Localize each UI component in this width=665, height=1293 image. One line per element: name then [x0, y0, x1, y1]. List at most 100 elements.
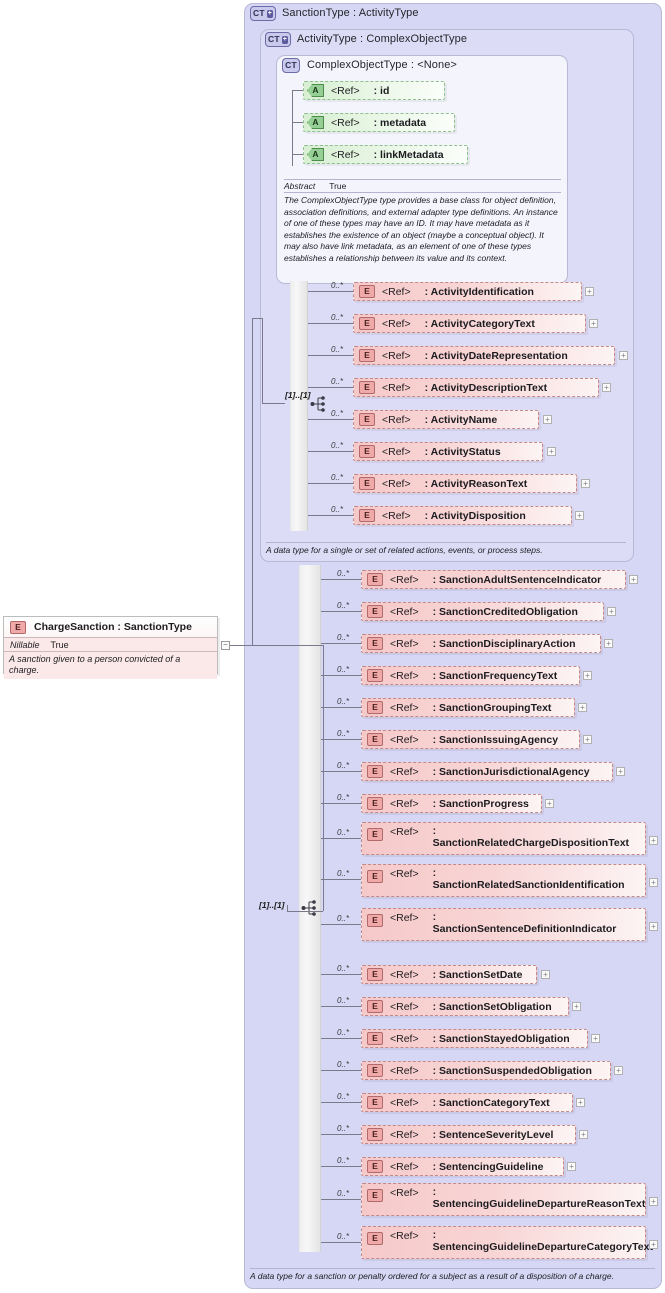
expand-button-activity-0[interactable]: +: [585, 287, 594, 296]
expand-button-activity-7[interactable]: +: [575, 511, 584, 520]
expand-button-sanction-17[interactable]: +: [567, 1162, 576, 1171]
element-node-sanction-sentence-definition-indicator[interactable]: E <Ref> : SanctionSentenceDefinitionIndi…: [361, 908, 646, 941]
expand-button-sanction-5[interactable]: +: [583, 735, 592, 744]
element-node-sentencing-guideline-departure-category-text[interactable]: E <Ref> : SentencingGuidelineDepartureCa…: [361, 1226, 653, 1259]
element-node-activity-date-representation[interactable]: E <Ref> : ActivityDateRepresentation: [353, 346, 615, 365]
attribute-node-metadata[interactable]: A <Ref> : metadata: [303, 113, 455, 132]
attribute-ref-label: <Ref>: [331, 148, 360, 161]
expand-button-sanction-4[interactable]: +: [578, 703, 587, 712]
expand-button-activity-5[interactable]: +: [547, 447, 556, 456]
connector-attr-vertical: [292, 90, 293, 166]
expand-button-activity-3[interactable]: +: [602, 383, 611, 392]
element-node-activity-reason-text[interactable]: E <Ref> : ActivityReasonText: [353, 474, 577, 493]
connector-sanction-7: [321, 803, 361, 804]
collapse-toggle-charge-sanction[interactable]: −: [221, 641, 230, 650]
expand-button-sanction-3[interactable]: +: [583, 671, 592, 680]
expand-button-activity-2[interactable]: +: [619, 351, 628, 360]
expand-button-sanction-2[interactable]: +: [604, 639, 613, 648]
ct-badge-activity-type[interactable]: CT+: [265, 32, 291, 47]
attribute-node-linkmetadata[interactable]: A <Ref> : linkMetadata: [303, 145, 468, 164]
element-node-sanction-adult-sentence-indicator[interactable]: E <Ref> : SanctionAdultSentenceIndicator: [361, 570, 626, 589]
element-ref-label: <Ref>: [390, 1230, 419, 1242]
expand-button-sanction-1[interactable]: +: [607, 607, 616, 616]
element-node-sanction-disciplinary-action[interactable]: E <Ref> : SanctionDisciplinaryAction: [361, 634, 601, 653]
expand-button-activity-1[interactable]: +: [589, 319, 598, 328]
element-node-sanction-suspended-obligation[interactable]: E <Ref> : SanctionSuspendedObligation: [361, 1061, 611, 1080]
occurrence-sanction-16: 0..*: [337, 1124, 350, 1133]
connector-sanction-9: [321, 879, 361, 880]
expand-button-sanction-11[interactable]: +: [541, 970, 550, 979]
element-name-label: : ActivityReasonText: [424, 477, 528, 490]
expand-button-sanction-15[interactable]: +: [576, 1098, 585, 1107]
connector-sanction-17: [321, 1166, 361, 1167]
element-node-sanction-category-text[interactable]: E <Ref> : SanctionCategoryText: [361, 1093, 573, 1112]
element-node-activity-status[interactable]: E <Ref> : ActivityStatus: [353, 442, 543, 461]
ct-badge-complex-object-type[interactable]: CT: [282, 58, 300, 73]
attribute-node-id[interactable]: A <Ref> : id: [303, 81, 445, 100]
element-ref-label: <Ref>: [390, 797, 419, 810]
element-node-sanction-jurisdictional-agency[interactable]: E <Ref> : SanctionJurisdictionalAgency: [361, 762, 613, 781]
connector-activity-5: [308, 451, 353, 452]
element-node-sanction-grouping-text[interactable]: E <Ref> : SanctionGroupingText: [361, 698, 575, 717]
element-node-sanction-frequency-text[interactable]: E <Ref> : SanctionFrequencyText: [361, 666, 580, 685]
element-node-sanction-stayed-obligation[interactable]: E <Ref> : SanctionStayedObligation: [361, 1029, 588, 1048]
root-element-property-nillable: Nillable True: [4, 637, 217, 651]
expand-button-activity-6[interactable]: +: [581, 479, 590, 488]
element-name-label: : SanctionCategoryText: [432, 1096, 550, 1109]
expand-button-sanction-16[interactable]: +: [579, 1130, 588, 1139]
element-icon: E: [367, 797, 383, 810]
element-icon: E: [367, 1189, 383, 1202]
element-node-activity-name[interactable]: E <Ref> : ActivityName: [353, 410, 539, 429]
element-ref-label: <Ref>: [390, 573, 419, 586]
element-name-label: : SentencingGuidelineDepartureReasonText: [432, 1186, 646, 1210]
element-node-activity-identification[interactable]: E <Ref> : ActivityIdentification: [353, 282, 582, 301]
root-element-charge-sanction[interactable]: E ChargeSanction : SanctionType Nillable…: [3, 616, 218, 679]
element-node-sanction-set-date[interactable]: E <Ref> : SanctionSetDate: [361, 965, 537, 984]
connector-activity-branch-horizontal: [262, 403, 285, 404]
element-node-sanction-related-sanction-identification[interactable]: E <Ref> : SanctionRelatedSanctionIdentif…: [361, 864, 646, 897]
element-name-label: : ActivityDateRepresentation: [424, 349, 568, 362]
expand-button-sanction-14[interactable]: +: [614, 1066, 623, 1075]
expand-button-activity-4[interactable]: +: [543, 415, 552, 424]
expand-button-sanction-7[interactable]: +: [545, 799, 554, 808]
expand-button-sanction-19[interactable]: +: [649, 1240, 658, 1249]
element-icon: E: [367, 1064, 383, 1077]
expand-button-sanction-12[interactable]: +: [572, 1002, 581, 1011]
element-node-sentence-severity-level[interactable]: E <Ref> : SentenceSeverityLevel: [361, 1125, 576, 1144]
element-icon: E: [367, 765, 383, 778]
element-icon: E: [367, 1032, 383, 1045]
element-node-activity-description-text[interactable]: E <Ref> : ActivityDescriptionText: [353, 378, 599, 397]
element-node-activity-disposition[interactable]: E <Ref> : ActivityDisposition: [353, 506, 572, 525]
activity-model-group-bar: [290, 281, 308, 531]
occurrence-sanction-0: 0..*: [337, 569, 350, 578]
element-name-label: : SanctionSetDate: [432, 968, 523, 981]
element-node-sentencing-guideline[interactable]: E <Ref> : SentencingGuideline: [361, 1157, 564, 1176]
expand-button-sanction-9[interactable]: +: [649, 878, 658, 887]
element-name-label: : ActivityDescriptionText: [424, 381, 548, 394]
attribute-ref-label: <Ref>: [331, 84, 360, 97]
connector-sanction-12: [321, 1006, 361, 1007]
element-node-sanction-credited-obligation[interactable]: E <Ref> : SanctionCreditedObligation: [361, 602, 604, 621]
element-ref-label: <Ref>: [382, 381, 411, 394]
occurrence-sanction-8: 0..*: [337, 828, 350, 837]
element-node-sanction-issuing-agency[interactable]: E <Ref> : SanctionIssuingAgency: [361, 730, 580, 749]
element-node-sanction-set-obligation[interactable]: E <Ref> : SanctionSetObligation: [361, 997, 569, 1016]
element-node-activity-category-text[interactable]: E <Ref> : ActivityCategoryText: [353, 314, 586, 333]
expand-icon[interactable]: +: [281, 35, 288, 44]
occurrence-sanction-13: 0..*: [337, 1028, 350, 1037]
expand-button-sanction-10[interactable]: +: [649, 922, 658, 931]
element-node-sanction-progress[interactable]: E <Ref> : SanctionProgress: [361, 794, 542, 813]
expand-button-sanction-8[interactable]: +: [649, 836, 658, 845]
expand-button-sanction-0[interactable]: +: [629, 575, 638, 584]
element-ref-label: <Ref>: [390, 1160, 419, 1173]
expand-button-sanction-13[interactable]: +: [591, 1034, 600, 1043]
element-name-label: : SanctionSentenceDefinitionIndicator: [432, 911, 617, 935]
element-ref-label: <Ref>: [390, 669, 419, 682]
element-name-label: : ActivityDisposition: [424, 509, 526, 522]
element-node-sentencing-guideline-departure-reason-text[interactable]: E <Ref> : SentencingGuidelineDepartureRe…: [361, 1183, 646, 1216]
element-node-sanction-related-charge-disposition-text[interactable]: E <Ref> : SanctionRelatedChargeDispositi…: [361, 822, 646, 855]
expand-button-sanction-18[interactable]: +: [649, 1197, 658, 1206]
expand-button-sanction-6[interactable]: +: [616, 767, 625, 776]
ct-badge-sanction-type[interactable]: CT+: [250, 6, 276, 21]
expand-icon[interactable]: +: [266, 9, 273, 18]
